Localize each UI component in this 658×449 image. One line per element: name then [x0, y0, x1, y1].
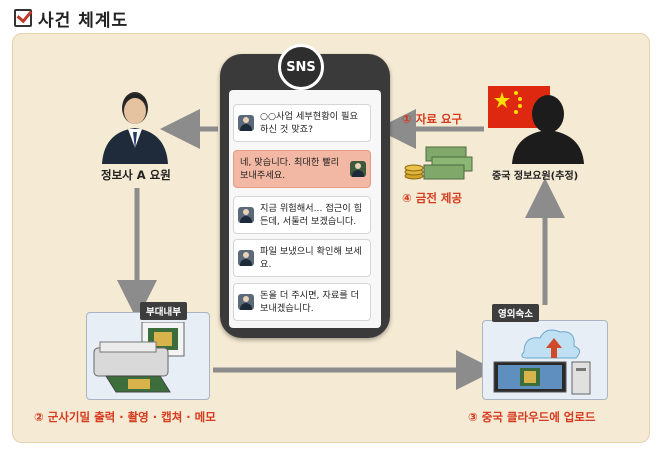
- chat-message-text: 돈을 더 주시면, 자료를 더 보내겠습니다.: [260, 290, 360, 314]
- china-agent-label: 중국 정보요원(추정): [492, 171, 579, 182]
- sns-badge: SNS: [278, 44, 324, 90]
- money-icon: [404, 146, 473, 180]
- cloud-upload-icon: [493, 329, 591, 395]
- chat-message-text: 지금 위험해서... 접근이 힘든데, 서둘러 보겠습니다.: [260, 203, 363, 227]
- avatar-icon: [238, 250, 254, 266]
- avatar-icon: [350, 161, 366, 177]
- agent-a-figure: [102, 92, 168, 164]
- chat-message-text: 네, 맞습니다. 최대한 빨리 보내주세요.: [240, 157, 340, 181]
- avatar-icon: [238, 207, 254, 223]
- avatar-icon: [238, 294, 254, 310]
- chat-message-3: 지금 위험해서... 접근이 힘든데, 서둘러 보겠습니다.: [233, 196, 371, 234]
- step2-label: ② 군사기밀 출력 · 촬영 · 캡쳐 · 메모: [34, 410, 216, 424]
- chat-message-text: ○○사업 세부현황이 필요하신 것 맞죠?: [260, 111, 358, 135]
- diagram-title-row: 사건 체계도: [14, 6, 129, 31]
- diagram-title: 사건 체계도: [38, 10, 129, 31]
- printer-icon: [93, 322, 185, 393]
- unit-inside-tag: 부대내부: [140, 302, 187, 320]
- chat-message-text: 파일 보냈으니 확인해 보세요.: [260, 246, 362, 270]
- agent-a-label: 정보사 A 요원: [101, 168, 171, 182]
- chat-message-4: 파일 보냈으니 확인해 보세요.: [233, 239, 371, 277]
- chat-message-2: 네, 맞습니다. 최대한 빨리 보내주세요.: [233, 150, 371, 188]
- lodging-tag: 영외숙소: [492, 304, 539, 322]
- checkbox-icon: [14, 9, 32, 27]
- chat-message-5: 돈을 더 주시면, 자료를 더 보내겠습니다.: [233, 283, 371, 321]
- step1-label: ① 자료 요구: [402, 112, 463, 126]
- china-agent-figure: [488, 86, 584, 164]
- step4-label: ④ 금전 제공: [402, 191, 463, 205]
- chat-message-1: ○○사업 세부현황이 필요하신 것 맞죠?: [233, 104, 371, 142]
- step3-label: ③ 중국 클라우드에 업로드: [468, 410, 596, 424]
- avatar-icon: [238, 115, 254, 131]
